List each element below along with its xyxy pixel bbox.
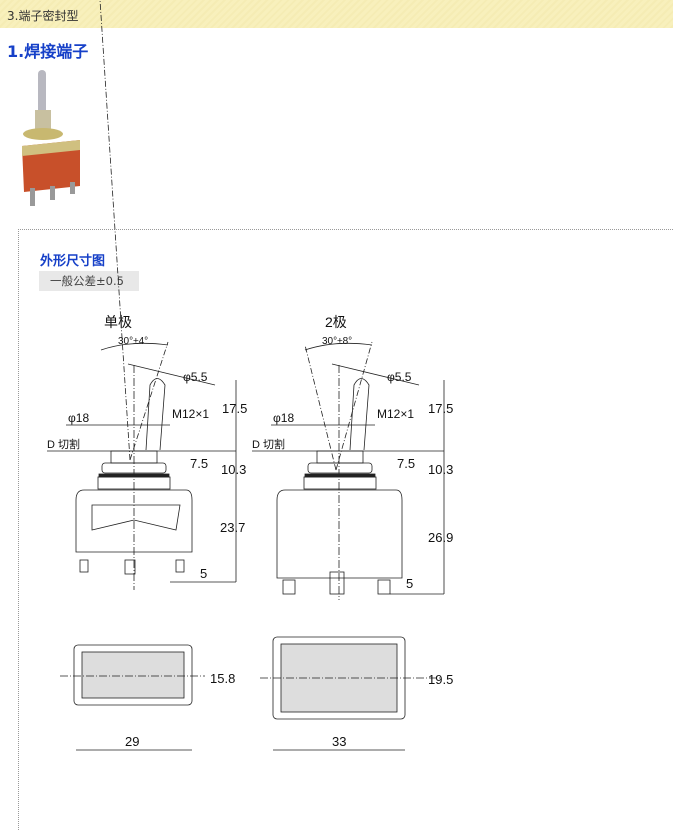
svg-text:φ18: φ18 xyxy=(68,411,89,425)
tolerance-badge: 一般公差±0.5 xyxy=(39,271,139,291)
svg-text:M12×1: M12×1 xyxy=(172,407,209,421)
svg-text:10.3: 10.3 xyxy=(221,462,246,477)
section-title: 3.端子密封型 xyxy=(7,9,79,23)
page-title: 1.焊接端子 xyxy=(7,42,89,61)
svg-text:17.5: 17.5 xyxy=(222,401,247,416)
svg-text:7.5: 7.5 xyxy=(190,456,208,471)
svg-text:10.3: 10.3 xyxy=(428,462,453,477)
svg-text:19.5: 19.5 xyxy=(428,672,453,687)
single-label: 单极 xyxy=(104,314,132,330)
svg-text:M12×1: M12×1 xyxy=(377,407,414,421)
svg-text:5: 5 xyxy=(406,576,413,591)
dimension-drawings: 单极 30°±4° φ5.5 M12×1 φ18 D 切割 17.5 7.5 1… xyxy=(47,0,453,751)
svg-text:5: 5 xyxy=(200,566,207,581)
svg-text:17.5: 17.5 xyxy=(428,401,453,416)
svg-text:D 切割: D 切割 xyxy=(47,437,80,451)
svg-text:30°±8°: 30°±8° xyxy=(322,336,352,347)
svg-text:23.7: 23.7 xyxy=(220,520,245,535)
section-header: 3.端子密封型 xyxy=(0,0,673,28)
svg-text:7.5: 7.5 xyxy=(397,456,415,471)
svg-text:D 切割: D 切割 xyxy=(252,437,285,451)
dimension-heading: 外形尺寸图 xyxy=(40,254,106,269)
svg-text:φ5.5: φ5.5 xyxy=(183,370,208,384)
svg-text:33: 33 xyxy=(332,734,346,749)
dimension-panel xyxy=(18,229,673,830)
svg-text:30°±4°: 30°±4° xyxy=(118,336,148,347)
product-photo xyxy=(22,70,80,206)
svg-text:φ5.5: φ5.5 xyxy=(387,370,412,384)
double-label: 2极 xyxy=(325,314,347,330)
svg-text:15.8: 15.8 xyxy=(210,671,235,686)
svg-text:φ18: φ18 xyxy=(273,411,294,425)
svg-text:29: 29 xyxy=(125,734,139,749)
double-pole-drawing: 2极 30°±8° φ5.5 M12×1 φ18 D 切割 17.5 7.5 1… xyxy=(252,314,453,751)
svg-text:26.9: 26.9 xyxy=(428,530,453,545)
single-pole-drawing: 单极 30°±4° φ5.5 M12×1 φ18 D 切割 17.5 7.5 1… xyxy=(47,0,247,751)
